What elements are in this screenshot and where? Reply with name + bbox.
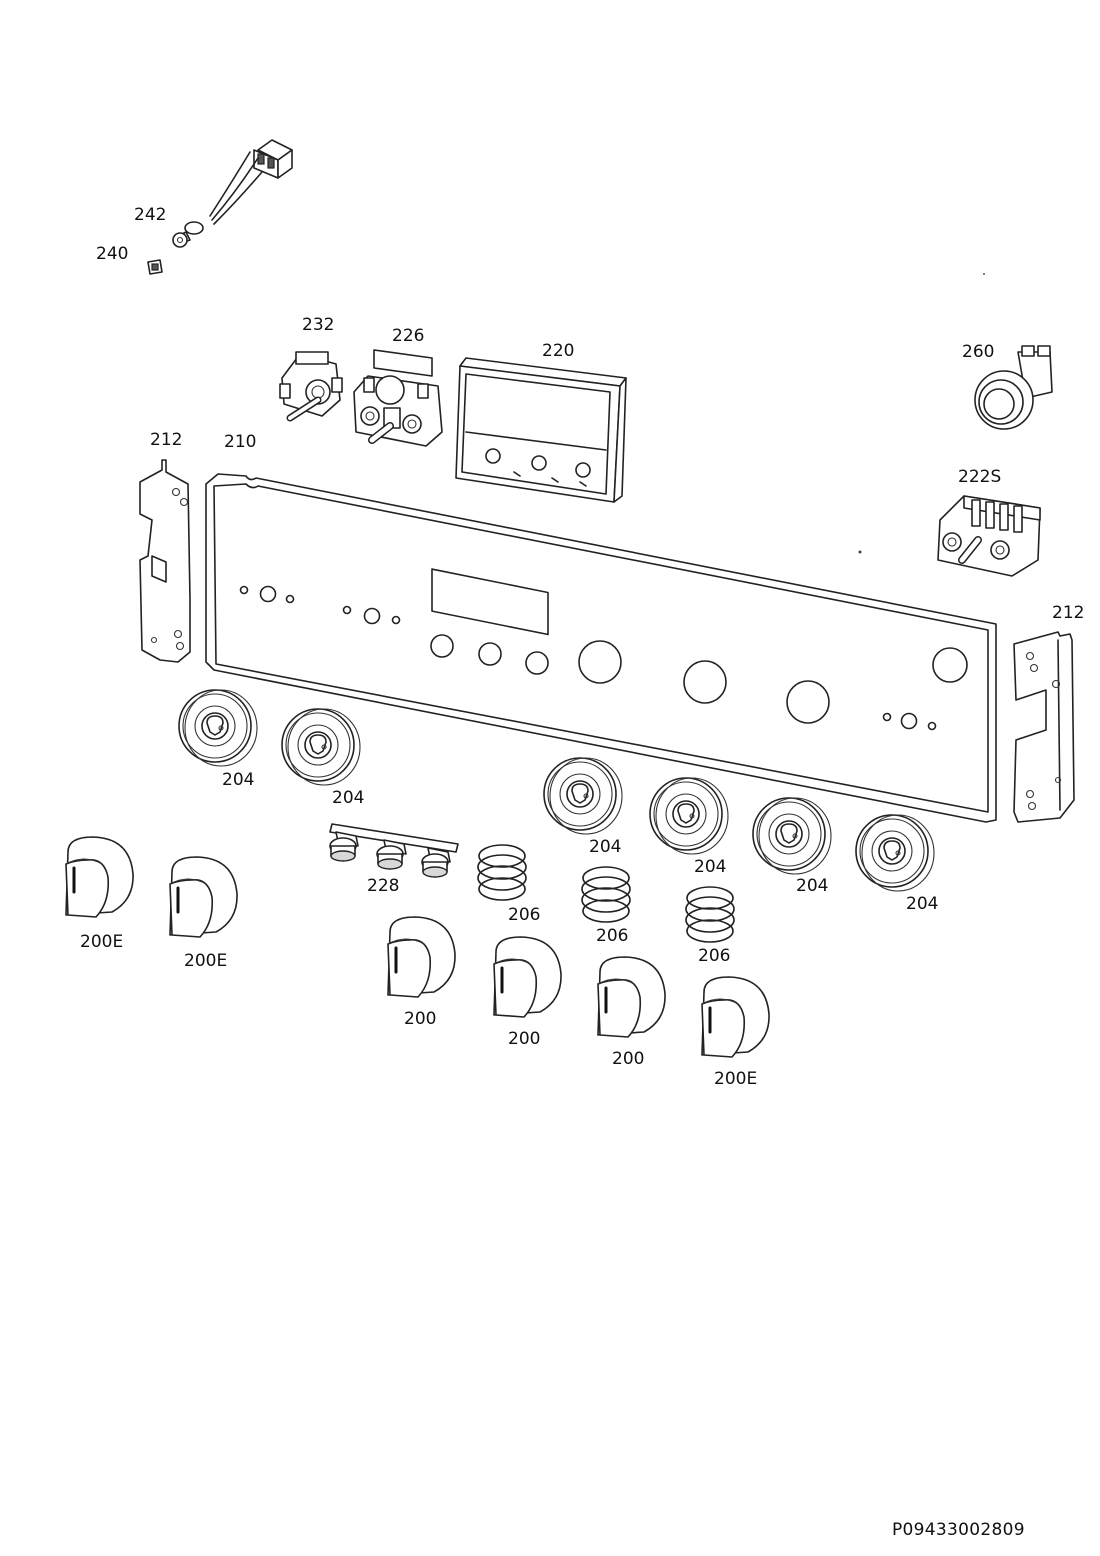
part-204-knob-ring (178, 689, 258, 767)
part-260-indicator-lamp (974, 345, 1053, 430)
part-220-display-housing (455, 357, 627, 503)
label-212-left: 212 (150, 430, 182, 450)
part-222s-selector-switch (858, 495, 1041, 577)
label-206: 206 (698, 946, 730, 966)
label-242: 242 (134, 205, 166, 225)
label-210: 210 (224, 432, 256, 452)
label-204: 204 (222, 770, 254, 790)
label-220: 220 (542, 341, 574, 361)
part-206-spring (581, 866, 631, 923)
part-200e-control-knob (168, 855, 239, 939)
part-206-spring (685, 886, 735, 943)
part-200e-control-knob (700, 975, 771, 1059)
label-200: 200 (404, 1009, 436, 1029)
part-200-control-knob (596, 955, 667, 1039)
label-200e: 200E (184, 951, 227, 971)
part-212-left-bracket (139, 459, 191, 663)
part-204-knob-ring (855, 814, 935, 892)
label-204: 204 (332, 788, 364, 808)
part-212-right-bracket (983, 273, 1075, 823)
label-226: 226 (392, 326, 424, 346)
label-228: 228 (367, 876, 399, 896)
label-204: 204 (694, 857, 726, 877)
document-id: P09433002809 (892, 1520, 1025, 1540)
part-204-knob-ring (543, 757, 623, 835)
part-204-knob-ring (649, 777, 729, 855)
part-232-switch (279, 351, 343, 422)
label-200e: 200E (80, 932, 123, 952)
label-204: 204 (796, 876, 828, 896)
label-204: 204 (589, 837, 621, 857)
part-204-knob-ring (281, 708, 361, 786)
label-260: 260 (962, 342, 994, 362)
label-206: 206 (508, 905, 540, 925)
label-232: 232 (302, 315, 334, 335)
label-204: 204 (906, 894, 938, 914)
part-200e-control-knob (64, 835, 135, 919)
part-210-control-panel (205, 473, 997, 823)
label-212-right: 212 (1052, 603, 1084, 623)
part-228-push-buttons (329, 823, 459, 878)
part-200-control-knob (492, 935, 563, 1019)
label-200e: 200E (714, 1069, 757, 1089)
label-240: 240 (96, 244, 128, 264)
label-222s: 222S (958, 467, 1001, 487)
part-206-spring (477, 844, 527, 901)
part-226-regulator (353, 349, 443, 447)
part-204-knob-ring (752, 797, 832, 875)
label-200: 200 (508, 1029, 540, 1049)
label-200: 200 (612, 1049, 644, 1069)
label-206: 206 (596, 926, 628, 946)
part-242-wiring-harness (172, 139, 293, 248)
part-240-clip (147, 259, 163, 275)
part-200-control-knob (386, 915, 457, 999)
